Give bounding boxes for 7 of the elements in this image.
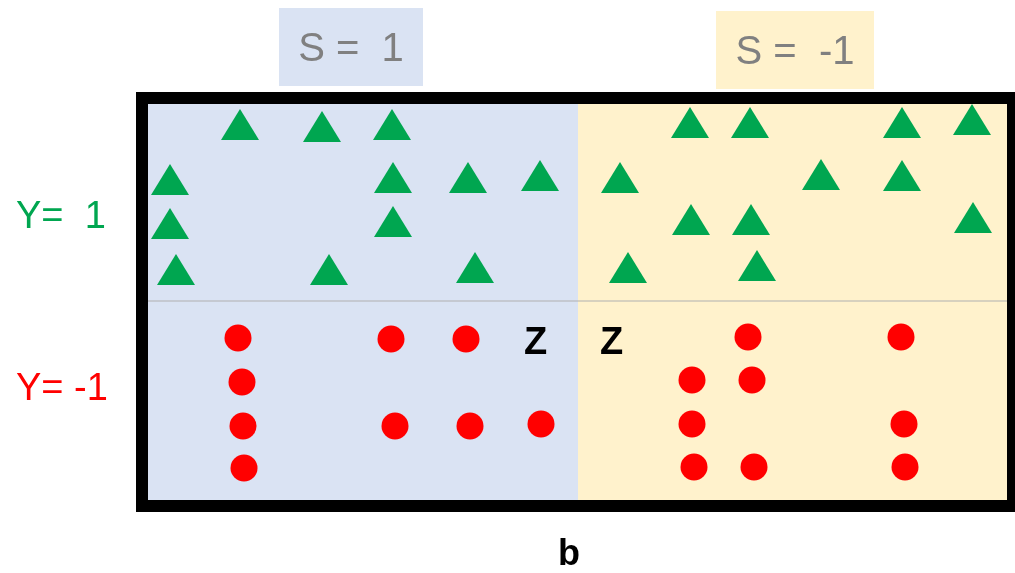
axis-label: b: [558, 535, 580, 571]
row-label: Y= 1: [16, 196, 106, 234]
column-header-box: S = 1: [279, 8, 423, 86]
point-label: Z: [524, 322, 548, 360]
column-header-box: S = -1: [716, 11, 874, 89]
row-label: Y= -1: [16, 368, 108, 406]
point-label: Z: [600, 322, 624, 360]
